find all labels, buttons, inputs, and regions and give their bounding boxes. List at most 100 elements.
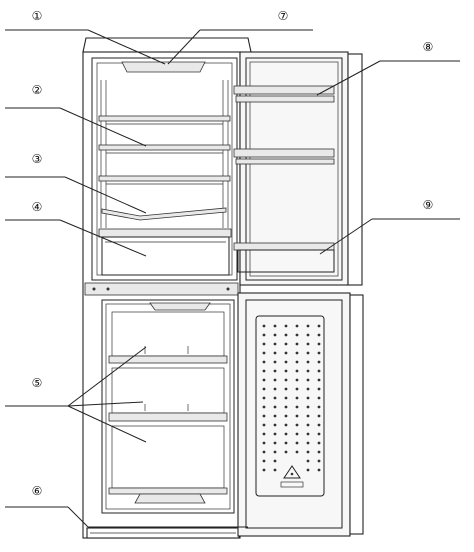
freezer-door [237,292,364,537]
liner-dot [306,342,310,346]
callout-7: ⑦ [278,9,289,23]
liner-dot [284,387,288,391]
callout-5: ⑤ [32,376,43,390]
crisper-drawer [98,228,232,276]
liner-dot [295,351,299,355]
liner-dot [262,369,266,373]
liner-dot [295,324,299,328]
liner-dot [306,459,310,463]
fridge-cabinet [82,37,252,539]
freezer-drawers [108,302,228,504]
liner-dot [317,414,321,418]
liner-dot [262,414,266,418]
liner-dot [273,414,277,418]
liner-dot [284,405,288,409]
callout-8: ⑧ [423,40,434,54]
liner-dot [273,396,277,400]
liner-dot [262,459,266,463]
liner-dot [306,360,310,364]
liner-dot [295,396,299,400]
liner-dot [284,441,288,445]
liner-dot [317,369,321,373]
liner-dot [317,360,321,364]
liner-dot [273,369,277,373]
liner-dot [262,342,266,346]
callout-2: ② [32,83,43,97]
liner-dot [306,333,310,337]
liner-dot [273,459,277,463]
freezer-compartment [101,299,235,514]
liner-dot [317,378,321,382]
liner-dot [306,396,310,400]
liner-dot [262,396,266,400]
liner-dot [306,414,310,418]
liner-dot [273,342,277,346]
fridge-compartment [91,57,238,281]
door-balconies [233,85,335,273]
liner-dot [262,351,266,355]
liner-dot [317,459,321,463]
liner-dot [262,378,266,382]
glass-shelves [98,115,231,221]
liner-dot [262,333,266,337]
liner-dot [306,351,310,355]
liner-dot [262,360,266,364]
liner-dot [306,450,310,454]
liner-dot [295,414,299,418]
liner-dot [284,423,288,427]
callout-9: ⑨ [423,198,434,212]
liner-dot [284,378,288,382]
liner-dot [295,405,299,409]
liner-dot [317,387,321,391]
liner-dot [306,405,310,409]
snowflake-icon [280,465,304,488]
callout-1: ① [32,9,43,23]
liner-dot [273,432,277,436]
liner-dot [306,324,310,328]
liner-dot [295,342,299,346]
liner-dot [295,450,299,454]
liner-dot [262,324,266,328]
callout-4: ④ [32,200,43,214]
liner-dot [273,405,277,409]
liner-dot [306,423,310,427]
liner-dot [284,351,288,355]
liner-dot [284,360,288,364]
liner-dot [284,414,288,418]
liner-dot [306,468,310,472]
callout-3: ③ [32,152,43,166]
shelf-rails [100,80,229,228]
liner-dot [284,432,288,436]
liner-dot [284,396,288,400]
liner-dot [284,450,288,454]
compartment-divider [84,282,239,296]
liner-dot [284,324,288,328]
callout-labels: ① ② ③ ④ ⑤ ⑥ ⑦ ⑧ ⑨ [32,9,434,498]
liner-dot [317,351,321,355]
liner-dot [317,405,321,409]
liner-dot [295,369,299,373]
liner-dot [273,423,277,427]
liner-dot [317,333,321,337]
liner-dot [317,324,321,328]
liner-dot [317,432,321,436]
liner-dot [317,441,321,445]
liner-dot [273,450,277,454]
liner-dot [273,333,277,337]
liner-dot [306,387,310,391]
liner-dot [295,333,299,337]
liner-dot [295,432,299,436]
liner-dot [317,450,321,454]
liner-dot [306,432,310,436]
door-liner-dots [262,324,321,472]
liner-dot [317,423,321,427]
liner-dot [295,360,299,364]
callout-lines [5,29,460,528]
liner-dot [295,378,299,382]
liner-dot [262,387,266,391]
liner-dot [295,423,299,427]
liner-dot [284,342,288,346]
liner-dot [306,378,310,382]
liner-dot [273,441,277,445]
